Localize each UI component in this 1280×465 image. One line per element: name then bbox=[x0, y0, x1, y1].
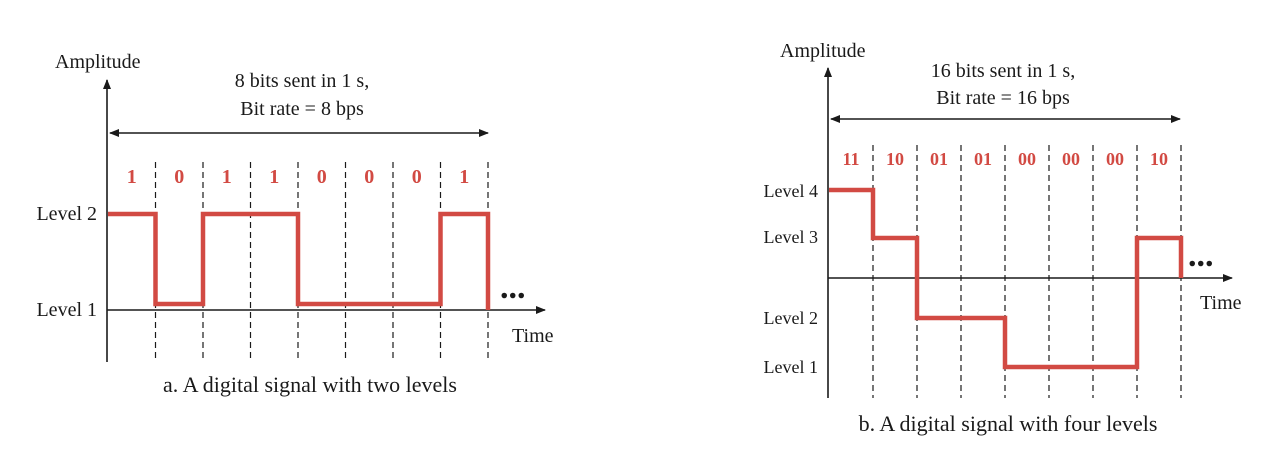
level-2-label-a: Level 2 bbox=[36, 203, 97, 225]
level-1-label-b: Level 1 bbox=[764, 357, 818, 377]
rate-text-a-line2: Bit rate = 8 bps bbox=[240, 98, 364, 120]
bit-label: 00 bbox=[1018, 149, 1036, 169]
continuation-dots-b: ... bbox=[1188, 237, 1214, 274]
bit-label: 0 bbox=[317, 166, 327, 188]
level-1-label-a: Level 1 bbox=[36, 299, 97, 321]
level-3-label-b: Level 3 bbox=[764, 227, 818, 247]
bit-label: 1 bbox=[127, 166, 137, 188]
level-4-label-b: Level 4 bbox=[764, 181, 818, 201]
continuation-dots-a: ... bbox=[500, 269, 526, 306]
bit-labels-b: 11 10 01 01 00 00 00 10 bbox=[842, 149, 1168, 169]
bit-label: 1 bbox=[459, 166, 469, 188]
time-label-b: Time bbox=[1200, 292, 1242, 314]
bit-label: 1 bbox=[269, 166, 279, 188]
bit-label: 0 bbox=[412, 166, 422, 188]
bit-label: 10 bbox=[1150, 149, 1168, 169]
amplitude-label-b: Amplitude bbox=[780, 40, 866, 62]
level-2-label-b: Level 2 bbox=[764, 308, 818, 328]
bit-label: 10 bbox=[886, 149, 904, 169]
caption-b: b. A digital signal with four levels bbox=[859, 411, 1158, 436]
bit-label: 0 bbox=[364, 166, 374, 188]
diagram-a: Amplitude Time 8 bits sent in 1 s, Bit r… bbox=[36, 51, 553, 397]
rate-text-b-line1: 16 bits sent in 1 s, bbox=[931, 60, 1075, 82]
bit-label: 01 bbox=[974, 149, 992, 169]
bit-label: 01 bbox=[930, 149, 948, 169]
bit-label: 00 bbox=[1106, 149, 1124, 169]
amplitude-label-a: Amplitude bbox=[55, 51, 141, 73]
signal-waveform-b bbox=[829, 187, 1184, 370]
diagram-b: Amplitude Time 16 bits sent in 1 s, Bit … bbox=[764, 40, 1242, 436]
bit-label: 11 bbox=[842, 149, 859, 169]
rate-text-a-line1: 8 bits sent in 1 s, bbox=[235, 70, 369, 92]
bit-boundaries-a bbox=[154, 162, 489, 362]
time-label-a: Time bbox=[512, 325, 554, 347]
bit-label: 1 bbox=[222, 166, 232, 188]
bit-label: 0 bbox=[174, 166, 184, 188]
bit-labels-a: 1 0 1 1 0 0 0 1 bbox=[127, 166, 470, 188]
caption-a: a. A digital signal with two levels bbox=[163, 372, 457, 397]
signal-waveform-a bbox=[108, 211, 491, 310]
rate-text-b-line2: Bit rate = 16 bps bbox=[936, 87, 1070, 109]
bit-label: 00 bbox=[1062, 149, 1080, 169]
